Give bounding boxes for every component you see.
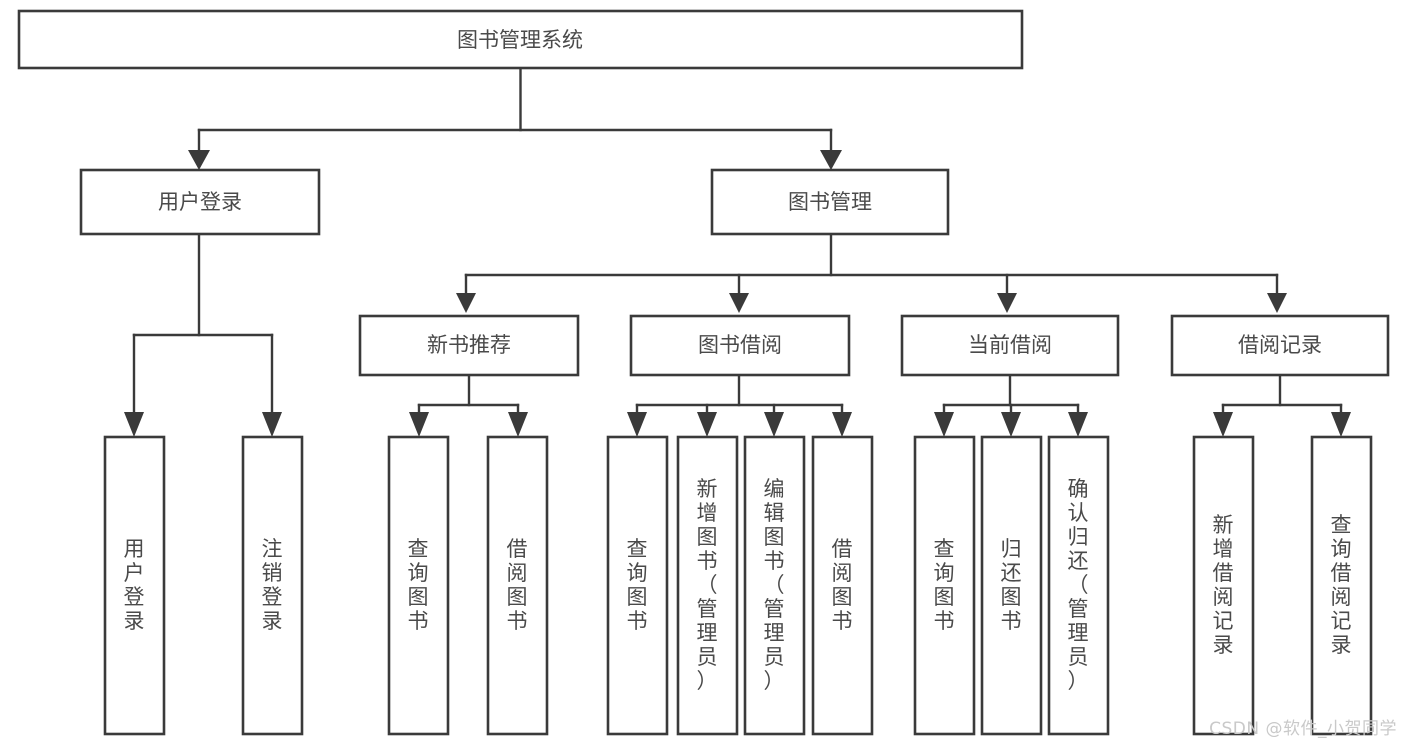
arrowhead-book-borrow (729, 293, 749, 313)
node-leaf-cb-confirm-return[interactable]: 确认归还（管理员） (1047, 435, 1110, 736)
node-leaf-cb-confirm-return-label: 确认归还（管理员） (1068, 477, 1089, 693)
node-leaf-user-login-box[interactable] (103, 435, 166, 736)
node-leaf-nb-borrow-book-label: 借阅图书 (507, 537, 528, 633)
arrowhead-cb-leaf-1 (934, 412, 954, 437)
node-leaf-br-query-record[interactable]: 查询借阅记录 (1310, 435, 1373, 736)
node-leaf-bb-edit-book[interactable]: 编辑图书（管理员） (743, 435, 806, 736)
node-leaf-bb-query-book-label: 查询图书 (627, 537, 648, 633)
node-leaf-br-query-record-box[interactable] (1310, 435, 1373, 736)
arrowhead-current-borrow (997, 293, 1017, 313)
arrowhead-nb-leaf-2 (508, 412, 528, 437)
node-user-login-box[interactable] (79, 168, 321, 236)
node-leaf-bb-query-book[interactable]: 查询图书 (606, 435, 669, 736)
node-book-management[interactable]: 图书管理 (710, 168, 950, 236)
arrowhead-book-mgmt (820, 150, 842, 170)
arrowhead-bb-leaf-3 (764, 412, 784, 437)
arrowhead-cb-leaf-3 (1068, 412, 1088, 437)
node-new-book-recommend[interactable]: 新书推荐 (358, 314, 580, 377)
node-leaf-nb-borrow-book[interactable]: 借阅图书 (486, 435, 549, 736)
node-leaf-br-add-record-box[interactable] (1192, 435, 1255, 736)
node-new-book-recommend-label: 新书推荐 (427, 333, 511, 357)
node-leaf-cb-confirm-return-box[interactable] (1047, 435, 1110, 736)
node-leaf-cb-query-book-box[interactable] (913, 435, 976, 736)
node-leaf-cb-query-book-label: 查询图书 (934, 537, 955, 633)
arrowhead-user-login (188, 150, 210, 170)
node-leaf-user-login-label: 用户登录 (124, 537, 145, 633)
node-leaf-cb-query-book[interactable]: 查询图书 (913, 435, 976, 736)
node-user-login-label: 用户登录 (158, 190, 242, 214)
node-leaf-nb-borrow-book-box[interactable] (486, 435, 549, 736)
arrowhead-cb-leaf-2 (1001, 412, 1021, 437)
node-leaf-nb-query-book-label: 查询图书 (408, 537, 429, 633)
node-leaf-bb-add-book-label: 新增图书（管理员） (697, 477, 718, 693)
node-book-management-box[interactable] (710, 168, 950, 236)
node-leaf-br-query-record-label: 查询借阅记录 (1331, 513, 1352, 657)
arrowhead-borrow-record (1267, 293, 1287, 313)
node-leaf-bb-add-book-box[interactable] (676, 435, 739, 736)
node-current-borrow-label: 当前借阅 (968, 333, 1052, 357)
arrowhead-br-leaf-2 (1331, 412, 1351, 437)
arrowhead-bb-leaf-2 (697, 412, 717, 437)
node-leaf-bb-borrow-book-label: 借阅图书 (832, 537, 853, 633)
node-leaf-bb-edit-book-label: 编辑图书（管理员） (764, 477, 785, 693)
node-leaf-bb-add-book[interactable]: 新增图书（管理员） (676, 435, 739, 736)
node-borrow-record-label: 借阅记录 (1238, 333, 1322, 357)
arrowhead-bb-leaf-4 (832, 412, 852, 437)
node-new-book-recommend-box[interactable] (358, 314, 580, 377)
node-current-borrow-box[interactable] (900, 314, 1120, 377)
node-root-box[interactable] (17, 9, 1024, 70)
arrowhead-leaf-user-login (124, 412, 144, 437)
node-root-label: 图书管理系统 (457, 28, 583, 52)
node-book-borrow[interactable]: 图书借阅 (629, 314, 851, 377)
arrowhead-new-book (456, 293, 476, 313)
node-leaf-bb-borrow-book-box[interactable] (811, 435, 874, 736)
node-leaf-cb-return-book-box[interactable] (980, 435, 1043, 736)
node-leaf-logout-box[interactable] (241, 435, 304, 736)
node-leaf-nb-query-book[interactable]: 查询图书 (387, 435, 450, 736)
arrowhead-bb-leaf-1 (627, 412, 647, 437)
node-leaf-bb-borrow-book[interactable]: 借阅图书 (811, 435, 874, 736)
node-leaf-bb-query-book-box[interactable] (606, 435, 669, 736)
node-current-borrow[interactable]: 当前借阅 (900, 314, 1120, 377)
node-leaf-cb-return-book-label: 归还图书 (1001, 537, 1022, 633)
arrowhead-br-leaf-1 (1213, 412, 1233, 437)
node-leaf-logout[interactable]: 注销登录 (241, 435, 304, 736)
arrowhead-leaf-logout (262, 412, 282, 437)
connector-layer (124, 66, 1351, 437)
arrowhead-nb-leaf-1 (409, 412, 429, 437)
node-book-borrow-label: 图书借阅 (698, 333, 782, 357)
node-borrow-record-box[interactable] (1170, 314, 1390, 377)
node-user-login[interactable]: 用户登录 (79, 168, 321, 236)
node-leaf-br-add-record-label: 新增借阅记录 (1213, 513, 1234, 657)
node-leaf-user-login[interactable]: 用户登录 (103, 435, 166, 736)
node-borrow-record[interactable]: 借阅记录 (1170, 314, 1390, 377)
node-book-borrow-box[interactable] (629, 314, 851, 377)
node-leaf-bb-edit-book-box[interactable] (743, 435, 806, 736)
node-leaf-br-add-record[interactable]: 新增借阅记录 (1192, 435, 1255, 736)
node-leaf-logout-label: 注销登录 (262, 537, 283, 633)
node-leaf-nb-query-book-box[interactable] (387, 435, 450, 736)
node-root-system[interactable]: 图书管理系统 (17, 9, 1024, 70)
node-leaf-cb-return-book[interactable]: 归还图书 (980, 435, 1043, 736)
node-book-management-label: 图书管理 (788, 190, 872, 214)
